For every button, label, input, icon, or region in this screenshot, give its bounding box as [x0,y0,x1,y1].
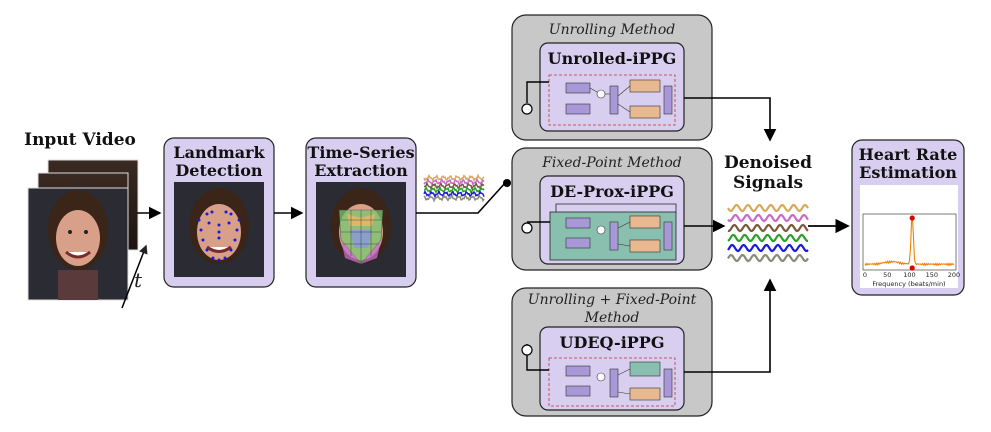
denoised-signal-trace [727,213,809,223]
raw-signal-trace [423,173,485,183]
unrolling-method-header: Unrolling Method [549,22,675,38]
timeseries-title-line1: Time-Series [307,143,414,162]
time-axis-label: t [134,268,143,292]
video-frame-stack [27,159,139,301]
input-video-title: Input Video [24,130,136,150]
fixed-point-method-header: Fixed-Point Method [541,155,682,171]
udeq-switch-contact [521,344,533,356]
spectrum-tick-label: 150 [926,271,938,279]
denoised-title-line1: Denoised [724,153,812,173]
raw-signal-trace [423,181,485,191]
raw-signal-connector [416,181,507,214]
denoised-signals [727,203,809,263]
raw-signals [423,173,485,203]
spectrum-tick-label: 0 [863,271,867,279]
unrolling-method-panel: Unrolling Method Unrolled-iPPG [511,14,713,141]
spectrum-peak-marker [909,215,915,221]
landmark-title-line2: Detection [175,161,263,180]
arrow-unrolled-to-denoised [684,97,777,142]
arrow-udeq-to-denoised [684,278,777,373]
timeseries-title-line2: Extraction [314,161,408,180]
spectrum-tick-label: 200 [948,271,960,279]
time-axis: t [121,244,148,309]
timeseries-extraction-panel: Time-Series Extraction [305,137,417,288]
denoised-signal-trace [727,223,809,233]
udeq-method-panel: Unrolling + Fixed-Point Method UDEQ-iPPG [511,287,713,417]
unrolling-switch-contact [521,103,533,115]
denoised-signal-trace [727,243,809,253]
heart-rate-panel: Heart Rate Estimation 0 50 100 150 200 Frequ… [851,139,965,296]
heart-rate-title-line1: Heart Rate [859,145,958,164]
fixed-point-switch-contact [521,222,533,234]
udeq-ippg-title: UDEQ-iPPG [560,333,665,352]
switch-pivot [503,179,511,187]
unrolled-network-schematic [548,74,676,126]
face-image [48,190,108,300]
denoised-signal-trace [727,233,808,243]
spectrum-axes [862,213,957,271]
fixed-point-method-panel: Fixed-Point Method DE-Prox-iPPG [511,147,713,271]
spectrum-ticks: 0 50 100 150 200 [863,271,960,279]
mesh-grid [341,210,381,264]
raw-signal-trace [423,193,485,203]
landmark-points [197,210,241,262]
spectrum-plot [864,215,955,271]
udeq-network-schematic [548,357,676,407]
raw-signal-trace [423,185,485,194]
denoised-signal-trace [727,203,809,213]
landmark-title-line1: Landmark [173,143,265,162]
raw-signal-trace [423,177,485,187]
udeq-method-header-line1: Unrolling + Fixed-Point [528,292,697,308]
heart-rate-title-line2: Estimation [859,163,957,182]
deprox-ippg-title: DE-Prox-iPPG [550,182,674,201]
spectrum-line [864,217,955,267]
spectrum-xlabel: Frequency (beats/min) [872,280,945,288]
deprox-network-schematic [549,203,677,261]
unrolled-ippg-title: Unrolled-iPPG [548,49,677,68]
denoised-title-line2: Signals [733,173,803,193]
landmark-detection-panel: Landmark Detection [163,137,275,288]
spectrum-tick-label: 50 [883,271,891,279]
spectrum-peak-marker [909,265,915,271]
raw-signal-trace [423,189,485,199]
udeq-method-header-line2: Method [584,310,640,326]
spectrum-tick-label: 100 [903,271,915,279]
denoised-signal-trace [727,253,809,263]
